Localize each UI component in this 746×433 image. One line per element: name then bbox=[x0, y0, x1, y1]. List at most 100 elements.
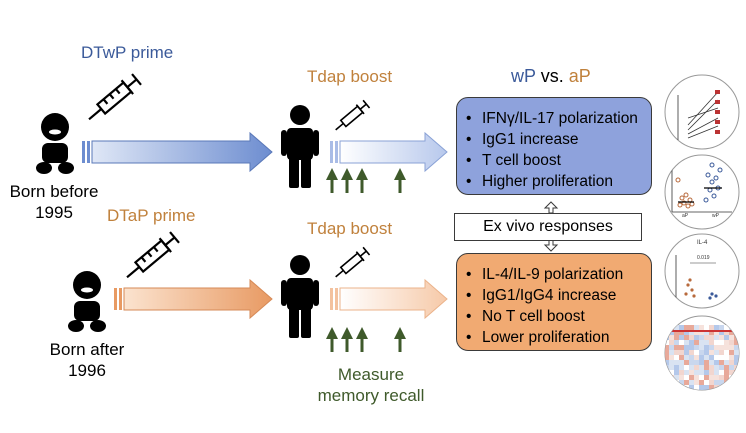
heatmap-cell bbox=[719, 340, 724, 345]
heatmap-cell bbox=[724, 340, 729, 345]
heatmap-cell bbox=[724, 330, 729, 335]
heatmap-cell bbox=[689, 380, 694, 385]
heatmap-cell bbox=[684, 355, 689, 360]
heatmap-cell bbox=[734, 345, 739, 350]
born-after-line2: 1996 bbox=[68, 361, 106, 380]
heatmap-cell bbox=[665, 340, 669, 345]
heatmap-cell bbox=[694, 350, 699, 355]
heatmap-cell bbox=[709, 340, 714, 345]
heatmap-cell bbox=[679, 335, 684, 340]
heatmap-cell bbox=[724, 360, 729, 365]
heatmap-cell bbox=[679, 360, 684, 365]
heatmap-cell bbox=[709, 325, 714, 330]
heatmap-cell bbox=[674, 335, 679, 340]
heatmap-cell bbox=[674, 380, 679, 385]
baby-icon-bottom bbox=[68, 271, 106, 332]
heatmap-cell bbox=[739, 390, 744, 395]
heatmap-cell bbox=[739, 360, 744, 365]
wp-result-item: T cell boost bbox=[466, 150, 651, 171]
heatmap-cell bbox=[674, 330, 679, 335]
heatmap-cell bbox=[714, 350, 719, 355]
heatmap-cell bbox=[694, 365, 699, 370]
dtwp-prime-label: DTwP prime bbox=[81, 43, 174, 62]
thumbnail-scatter bbox=[664, 154, 740, 230]
heatmap-cell bbox=[704, 380, 709, 385]
arrow-dtwp bbox=[82, 131, 273, 173]
heatmap-cell bbox=[699, 335, 704, 340]
heatmap-cell bbox=[679, 345, 684, 350]
heatmap-cell bbox=[699, 380, 704, 385]
heatmap-cell bbox=[689, 390, 694, 395]
heatmap-cell bbox=[724, 385, 729, 390]
heatmap-cell bbox=[669, 380, 674, 385]
heatmap-cell bbox=[689, 340, 694, 345]
heatmap-cell bbox=[669, 345, 674, 350]
heatmap-cell bbox=[709, 335, 714, 340]
arrow-tdap-top bbox=[330, 131, 448, 173]
heatmap-cell bbox=[734, 355, 739, 360]
heatmap-cell bbox=[689, 325, 694, 330]
heatmap-cell bbox=[679, 350, 684, 355]
heatmap-cell bbox=[684, 340, 689, 345]
heatmap-cell bbox=[709, 365, 714, 370]
measure-line1: Measure bbox=[337, 365, 405, 384]
heatmap-cell bbox=[694, 380, 699, 385]
heatmap-cell bbox=[669, 355, 674, 360]
heatmap-cell bbox=[734, 380, 739, 385]
heatmap-cell bbox=[704, 330, 709, 335]
heatmap-cell bbox=[669, 385, 674, 390]
heatmap-cell bbox=[714, 365, 719, 370]
heatmap-cell bbox=[684, 365, 689, 370]
heatmap-cell bbox=[739, 325, 744, 330]
heatmap-cell bbox=[704, 345, 709, 350]
heatmap-cell bbox=[709, 355, 714, 360]
heatmap-cell bbox=[739, 370, 744, 375]
heatmap-cell bbox=[665, 380, 669, 385]
heatmap-cell bbox=[709, 360, 714, 365]
syringe-icon-dtap bbox=[126, 231, 180, 279]
heatmap-cell bbox=[679, 330, 684, 335]
heatmap-cell bbox=[724, 390, 729, 395]
heatmap-cell bbox=[704, 385, 709, 390]
heatmap-cell bbox=[669, 365, 674, 370]
heatmap-cell bbox=[714, 360, 719, 365]
heatmap-cell bbox=[729, 385, 734, 390]
heatmap-cell bbox=[699, 350, 704, 355]
heatmap-cell bbox=[724, 370, 729, 375]
heatmap-cell bbox=[699, 390, 704, 395]
heatmap-cell bbox=[724, 345, 729, 350]
heatmap-cell bbox=[694, 375, 699, 380]
heatmap-cell bbox=[739, 385, 744, 390]
measure-line2: memory recall bbox=[317, 386, 425, 405]
heatmap-cell bbox=[704, 325, 709, 330]
heatmap-cell bbox=[714, 345, 719, 350]
wp-result-item: IFNγ/IL-17 polarization bbox=[466, 108, 651, 129]
heatmap-cell bbox=[674, 375, 679, 380]
heatmap-cell bbox=[704, 375, 709, 380]
heatmap-cell bbox=[699, 340, 704, 345]
heatmap-cell bbox=[709, 390, 714, 395]
heatmap-cell bbox=[704, 370, 709, 375]
heatmap-cell bbox=[729, 380, 734, 385]
heatmap-cell bbox=[674, 385, 679, 390]
heatmap-cell bbox=[699, 330, 704, 335]
heatmap-cell bbox=[684, 330, 689, 335]
heatmap-cell bbox=[664, 390, 669, 395]
heatmap-cell bbox=[709, 375, 714, 380]
scatter-thumb-axis-wp: wP bbox=[712, 213, 719, 219]
heatmap-cell bbox=[679, 325, 684, 330]
heatmap-cell bbox=[689, 355, 694, 360]
heatmap-cell bbox=[674, 365, 679, 370]
heatmap-cell bbox=[669, 335, 674, 340]
wp-vs-ap-heading: wP vs. aP bbox=[511, 66, 591, 87]
heatmap-cell bbox=[684, 390, 689, 395]
heatmap-group-bar bbox=[665, 330, 739, 332]
il4-thumb-label: IL-4 bbox=[697, 240, 708, 246]
heatmap-cell bbox=[724, 325, 729, 330]
heatmap-cell bbox=[719, 360, 724, 365]
measure-memory-recall-label: Measure memory recall bbox=[307, 364, 435, 406]
heatmap-cell bbox=[669, 370, 674, 375]
heatmap-cell bbox=[729, 325, 734, 330]
heatmap-cell bbox=[669, 360, 674, 365]
